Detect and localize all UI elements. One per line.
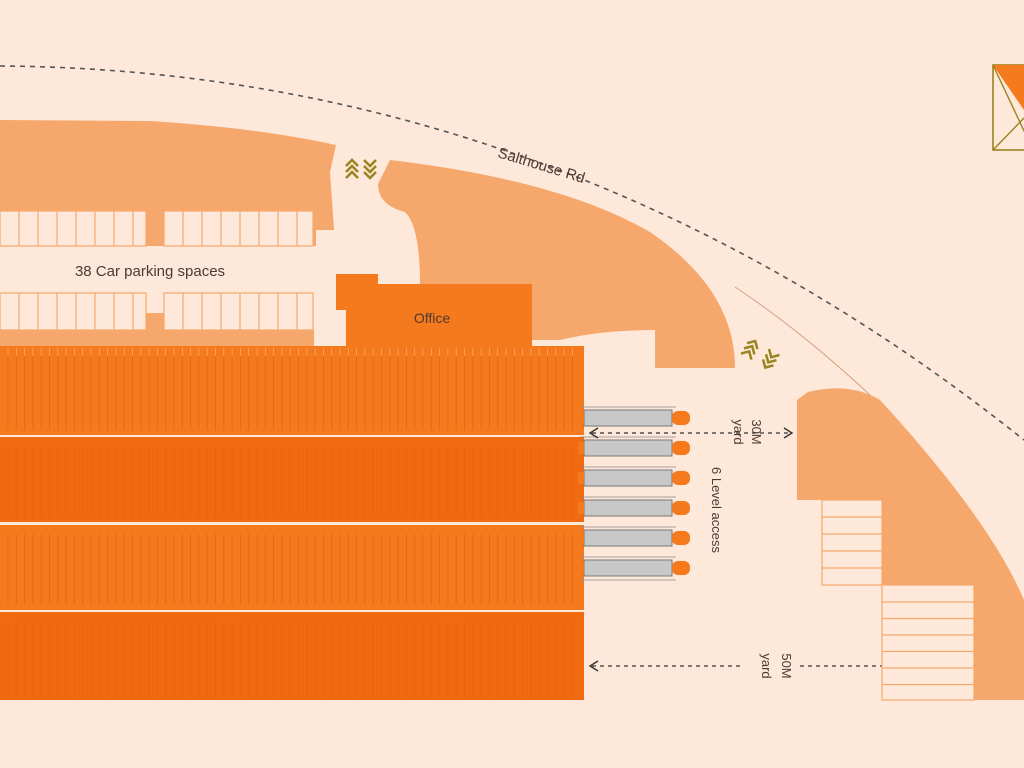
road-dashed-line <box>0 65 1024 441</box>
warehouse-block-2 <box>0 437 584 522</box>
dock-door <box>578 442 584 454</box>
warehouse-roof-ribs <box>7 348 573 700</box>
dimension-30m-yard: 30M yard <box>588 419 794 445</box>
warehouse-block-3 <box>0 525 584 610</box>
arrow-left-icon <box>588 660 599 672</box>
parking-bay-row <box>0 210 147 247</box>
truck-cab <box>672 531 690 545</box>
east-parking-bays <box>821 499 975 701</box>
car-parking-area <box>0 210 314 331</box>
truck-icon <box>578 526 690 547</box>
landscape-mid-left <box>0 330 314 346</box>
office-building <box>336 274 532 346</box>
dock-door <box>578 412 584 424</box>
truck-trailer <box>583 529 673 547</box>
loading-trucks <box>578 406 690 581</box>
yard-50-value: 50M <box>779 653 794 678</box>
parking-bay-row <box>163 210 314 247</box>
level-access-label: 6 Level access <box>709 467 724 553</box>
truck-icon <box>578 556 690 577</box>
truck-cab <box>672 561 690 575</box>
compass-icon <box>992 64 1024 151</box>
truck-cab <box>672 471 690 485</box>
truck-cab <box>672 411 690 425</box>
truck-icon <box>578 466 690 487</box>
parking-bay-row <box>821 499 883 586</box>
dock-door <box>578 532 584 544</box>
yard-30-value: 30M <box>749 419 764 444</box>
dimension-50m-yard: 50M yard <box>588 640 976 688</box>
chevron-direction-icon <box>345 158 377 180</box>
arrow-right-icon <box>783 427 794 439</box>
dock-door <box>578 472 584 484</box>
parking-bay-row <box>0 292 147 331</box>
dock-door <box>578 562 584 574</box>
landscape-east <box>797 388 1024 700</box>
truck-cab <box>672 441 690 455</box>
warehouse-block-4 <box>0 612 584 700</box>
yard-30-word: yard <box>731 419 746 444</box>
warehouse-block-1 <box>0 346 584 435</box>
truck-icon <box>578 496 690 517</box>
truck-trailer <box>583 439 673 457</box>
truck-icon <box>578 406 690 427</box>
parking-label: 38 Car parking spaces <box>75 263 225 280</box>
truck-cab <box>672 501 690 515</box>
arrow-left-icon <box>588 427 599 439</box>
parking-island <box>146 228 164 246</box>
truck-trailer <box>583 409 673 427</box>
warehouse-building <box>0 346 584 700</box>
truck-trailer <box>583 499 673 517</box>
truck-trailer <box>583 559 673 577</box>
dock-door <box>578 502 584 514</box>
chevron-direction-icon <box>740 339 780 370</box>
truck-trailer <box>583 469 673 487</box>
site-boundary-line <box>734 286 871 396</box>
truck-icon <box>578 436 690 457</box>
office-label: Office <box>414 310 451 326</box>
parking-island <box>146 313 164 330</box>
dimension-label-backdrop <box>744 640 798 688</box>
yard-50-word: yard <box>759 653 774 678</box>
parking-bay-row <box>163 292 314 331</box>
parking-bay-row <box>881 584 975 701</box>
